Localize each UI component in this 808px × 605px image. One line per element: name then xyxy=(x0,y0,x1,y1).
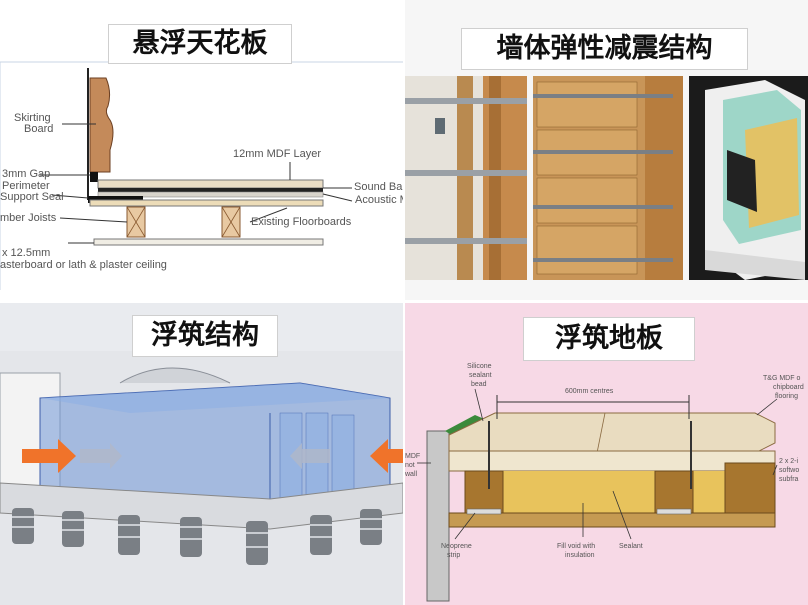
label-sealant: Sealant xyxy=(619,543,643,550)
label-skirting-2: Board xyxy=(24,123,54,135)
wall-photos xyxy=(405,76,808,280)
label-plasterboard-2: asterboard or lath & plaster ceiling xyxy=(0,259,167,271)
floating-structure-panel: 浮筑结构 xyxy=(0,303,403,605)
label-neoprene-2: strip xyxy=(447,552,461,559)
floating-floor-panel: 浮筑地板 Silicone sealant bead 600mm centres… xyxy=(405,303,808,605)
floating-floor-diagram xyxy=(417,388,778,602)
label-gap: 3mm Gap xyxy=(2,168,51,180)
label-tg: T&G MDF o xyxy=(763,375,801,382)
label-plasterboard: x 12.5mm xyxy=(2,247,51,259)
panel-title: 墙体弹性减震结构 xyxy=(461,28,748,70)
label-joists: mber Joists xyxy=(0,212,57,224)
label-acoustic-mat: Acoustic Ma xyxy=(355,194,403,206)
panel-title: 浮筑地板 xyxy=(523,317,695,361)
label-neoprene: Neoprene xyxy=(441,543,472,550)
floating-structure-diagram xyxy=(0,351,403,605)
suspended-ceiling-panel: 悬浮天花板 Skirting Board 12mm MDF Layer 3mm … xyxy=(0,0,403,300)
panel-title: 浮筑结构 xyxy=(132,315,278,357)
label-centres: 600mm centres xyxy=(565,388,614,395)
label-tg-2: chipboard xyxy=(773,384,804,391)
panel-divider-horizontal xyxy=(0,300,808,303)
label-mdf-3: wall xyxy=(405,471,418,478)
label-perimeter: Perimeter xyxy=(2,180,50,192)
label-perimeter-2: Support Seal xyxy=(0,191,64,203)
label-tg-3: flooring xyxy=(775,393,798,400)
label-existing-floorboards: Existing Floorboards xyxy=(251,216,352,228)
panel-title: 悬浮天花板 xyxy=(108,24,292,64)
force-arrows xyxy=(22,439,403,473)
label-fill: Fill void with xyxy=(557,543,596,550)
label-mdf-layer: 12mm MDF Layer xyxy=(233,148,322,160)
label-silicone-2: sealant xyxy=(469,372,492,379)
ceiling-diagram xyxy=(0,61,403,290)
label-softwood-2: softwo xyxy=(779,467,800,474)
label-softwood-3: subfra xyxy=(779,476,799,483)
label-fill-2: insulation xyxy=(565,552,595,559)
label-silicone: Silicone xyxy=(467,363,492,370)
label-skirting: Skirting xyxy=(14,112,51,124)
wall-elastic-panel: 墙体弹性减震结构 xyxy=(405,0,808,300)
label-softwood: 2 x 2-i xyxy=(779,458,799,465)
label-mdf-2: not xyxy=(405,462,415,469)
label-sound-barrier: Sound Barri xyxy=(354,181,403,193)
label-mdf: MDF xyxy=(405,453,421,460)
label-silicone-3: bead xyxy=(471,381,487,388)
